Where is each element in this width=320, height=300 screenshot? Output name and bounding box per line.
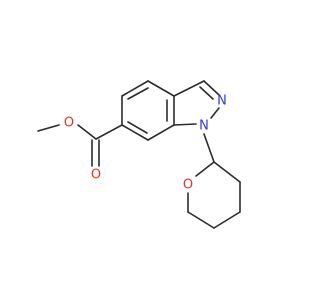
atom-o-ring: O xyxy=(183,178,193,193)
atom-o-ester: O xyxy=(64,116,74,131)
bond-c7-c6 xyxy=(121,124,149,141)
bond-c7-c6-inner xyxy=(127,121,148,134)
bond-thp-c5-c4 xyxy=(213,211,241,229)
atom-o-carbonyl: O xyxy=(91,168,101,183)
bond-c5-c4 xyxy=(121,80,149,97)
bond-c7a-c7 xyxy=(147,124,175,141)
atom-n1: N xyxy=(199,119,209,134)
bond-c3-n2-inner xyxy=(199,86,214,100)
bond-c3-n2 xyxy=(203,80,220,96)
bond-carbonyl-ring xyxy=(95,124,123,140)
bond-thp-c2-o xyxy=(195,161,215,177)
atom-n2: N xyxy=(217,94,227,109)
bond-n2-n1 xyxy=(210,107,220,119)
bond-o-carbonyl xyxy=(77,124,97,140)
bond-thp-c6-c5 xyxy=(187,211,215,229)
bond-n1-c7a xyxy=(173,123,197,126)
bond-n1-thp xyxy=(203,133,215,163)
bonds xyxy=(37,80,241,229)
bond-c5-c4-inner xyxy=(127,87,149,100)
bond-c4-c3a xyxy=(147,80,175,97)
bond-c3a-c3 xyxy=(173,80,205,97)
bond-methyl-o xyxy=(37,124,60,132)
bond-thp-c3-c2 xyxy=(213,161,241,183)
molecule-structure: O O N N O xyxy=(37,80,241,229)
